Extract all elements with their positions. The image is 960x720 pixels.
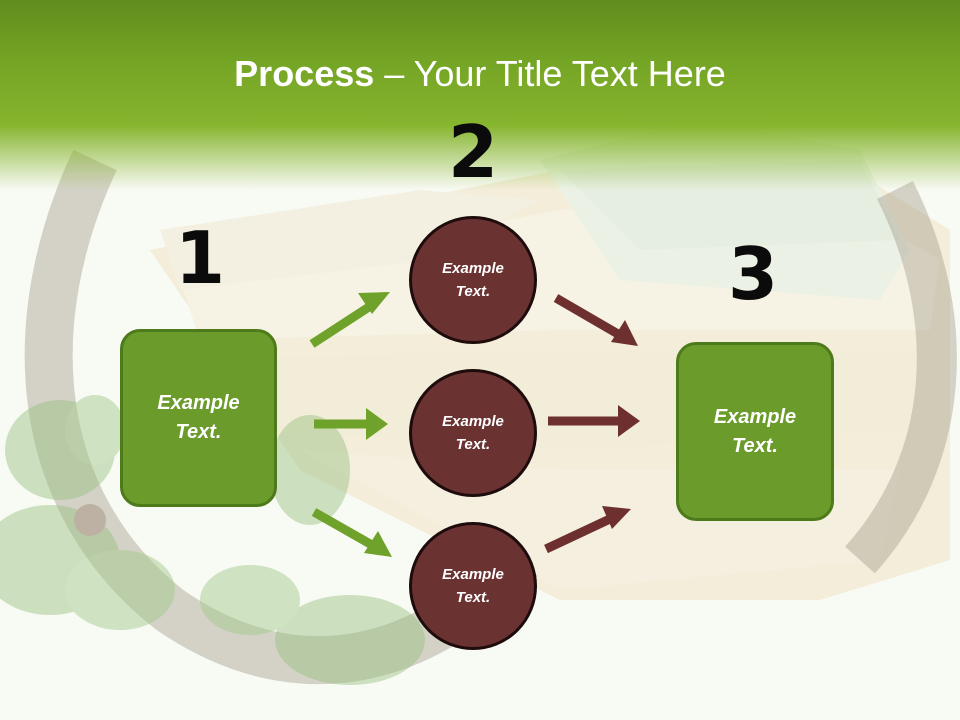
title-bold: Process	[234, 53, 375, 94]
slide-title: Process – Your Title Text Here	[0, 52, 960, 96]
right-arrow-icon	[544, 506, 631, 554]
right-arrow-icon	[548, 405, 640, 437]
step-number-3: 3	[727, 232, 779, 316]
title-rest: – Your Title Text Here	[374, 53, 726, 94]
right-box-text: Example Text.	[713, 405, 797, 457]
right-arrow-icon	[311, 508, 392, 557]
right-box: Example Text.	[676, 342, 834, 521]
step-number-2: 2	[447, 110, 499, 194]
circle-bottom: Example Text.	[409, 522, 537, 650]
circle-bottom-text: Example Text.	[442, 566, 504, 606]
right-arrow-icon	[314, 408, 388, 440]
left-box: Example Text.	[120, 329, 277, 507]
circle-middle-text: Example Text.	[442, 413, 504, 453]
circle-middle: Example Text.	[409, 369, 537, 497]
circle-top-text: Example Text.	[442, 260, 504, 300]
right-arrow-icon	[553, 294, 638, 346]
circle-top: Example Text.	[409, 216, 537, 344]
right-arrow-icon	[309, 292, 390, 348]
title-bar	[0, 0, 960, 190]
step-number-1: 1	[174, 216, 226, 300]
left-box-text: Example Text.	[157, 392, 240, 443]
